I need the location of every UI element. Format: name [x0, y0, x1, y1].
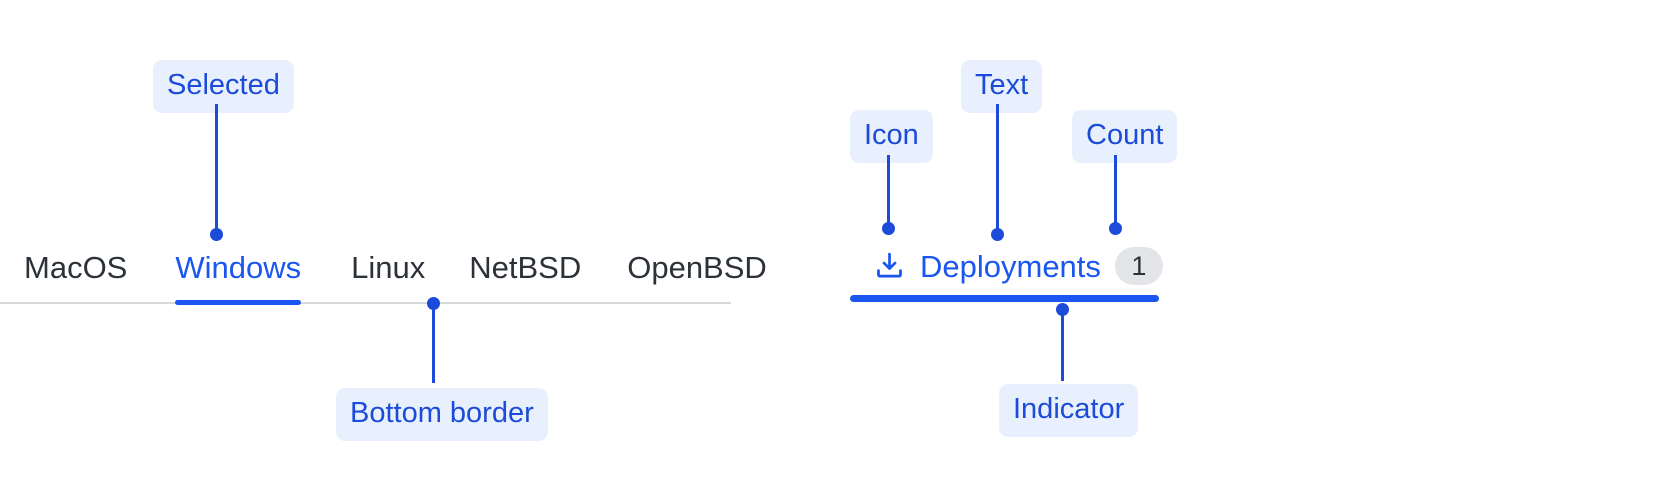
tab-openbsd[interactable]: OpenBSD [627, 246, 767, 283]
callout-icon: Icon [850, 110, 933, 163]
tab-bar-bottom-border [0, 302, 731, 304]
callout-selected: Selected [153, 60, 294, 113]
leader-line-icon [887, 155, 890, 227]
leader-dot-icon [882, 222, 895, 235]
tab-linux-label: Linux [351, 250, 426, 285]
tab-openbsd-label: OpenBSD [627, 250, 767, 285]
leader-line-indicator [1061, 309, 1064, 381]
leader-line-selected [215, 104, 218, 233]
tab-windows-label: Windows [175, 250, 302, 285]
leader-dot-text [991, 228, 1004, 241]
leader-line-bottom-border [432, 303, 435, 383]
tab-deployments-indicator [850, 295, 1159, 302]
leader-dot-count [1109, 222, 1122, 235]
download-tray-icon [877, 252, 902, 277]
tab-deployments[interactable]: Deployments 1 [850, 244, 1163, 302]
tab-macos[interactable]: MacOS [24, 246, 127, 283]
tab-deployments-count-badge: 1 [1114, 247, 1163, 285]
tab-windows[interactable]: Windows [175, 246, 302, 305]
tab-macos-label: MacOS [24, 250, 128, 285]
tab-netbsd-label: NetBSD [469, 250, 582, 285]
tab-deployments-label: Deployments [920, 248, 1101, 284]
tab-deployments-content: Deployments 1 [850, 244, 1163, 288]
callout-bottom-border: Bottom border [336, 388, 548, 441]
tab-list: MacOS Windows Linux NetBSD OpenBSD [0, 246, 767, 305]
tab-windows-selected-underline [175, 300, 302, 305]
leader-line-text [996, 104, 999, 233]
tab-bar-os: MacOS Windows Linux NetBSD OpenBSD [0, 246, 767, 305]
leader-dot-selected [210, 228, 223, 241]
callout-text: Text [961, 60, 1043, 113]
callout-count: Count [1072, 110, 1178, 163]
tab-netbsd[interactable]: NetBSD [469, 246, 581, 283]
tab-linux[interactable]: Linux [351, 246, 425, 283]
leader-line-count [1114, 155, 1117, 227]
callout-indicator: Indicator [999, 384, 1139, 437]
